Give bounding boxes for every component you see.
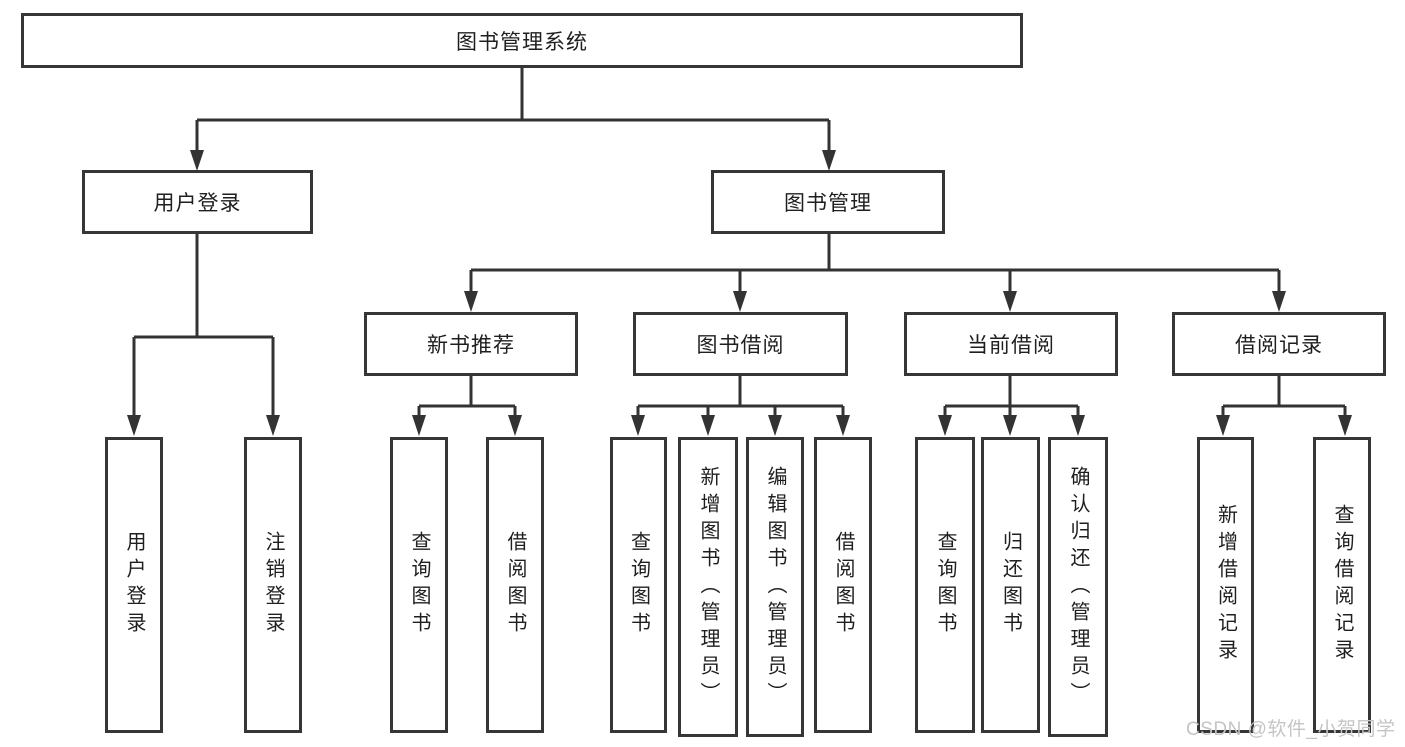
leaf-cb-confirm-return: 确认归还（管理员） [1048,437,1108,737]
leaf-br-query-record: 查询借阅记录 [1313,437,1371,733]
leaf-logout-label: 注销登录 [262,531,284,639]
leaf-cb-confirm-return-label: 确认归还（管理员） [1067,465,1089,709]
leaf-nb-borrow-books-label: 借阅图书 [504,531,526,639]
leaf-bb-add-books-label: 新增图书（管理员） [697,465,719,709]
leaf-bb-edit-books-label: 编辑图书（管理员） [764,465,786,709]
leaf-br-add-record-label: 新增借阅记录 [1214,504,1237,666]
leaf-nb-query-books: 查询图书 [390,437,448,733]
node-book-borrow-label: 图书借阅 [696,334,785,357]
leaf-br-add-record: 新增借阅记录 [1197,437,1254,733]
node-borrow-records: 借阅记录 [1172,312,1386,376]
csdn-watermark: CSDN @软件_小贺同学 [1186,719,1396,740]
leaf-user-login-label: 用户登录 [123,531,145,639]
leaf-bb-query-books-label: 查询图书 [627,531,650,639]
node-user-login-label: 用户登录 [153,192,242,215]
node-new-book-recommend: 新书推荐 [364,312,578,376]
node-borrow-records-label: 借阅记录 [1235,334,1323,357]
leaf-cb-query-books-label: 查询图书 [934,531,956,639]
leaf-bb-add-books: 新增图书（管理员） [678,437,738,737]
leaf-cb-return-books: 归还图书 [981,437,1040,733]
leaf-bb-borrow-books-label: 借阅图书 [832,531,854,639]
node-root-label: 图书管理系统 [456,30,588,54]
node-root: 图书管理系统 [21,13,1023,68]
leaf-cb-return-books-label: 归还图书 [999,531,1022,639]
leaf-nb-borrow-books: 借阅图书 [486,437,544,733]
node-user-login: 用户登录 [82,170,313,234]
node-new-book-recommend-label: 新书推荐 [427,334,515,357]
node-book-borrow: 图书借阅 [633,312,848,376]
leaf-user-login: 用户登录 [105,437,163,733]
leaf-bb-edit-books: 编辑图书（管理员） [746,437,804,737]
node-current-borrow-label: 当前借阅 [967,334,1055,357]
node-current-borrow: 当前借阅 [904,312,1118,376]
node-book-management: 图书管理 [711,170,945,234]
leaf-br-query-record-label: 查询借阅记录 [1331,504,1353,666]
leaf-bb-borrow-books: 借阅图书 [814,437,872,733]
leaf-logout: 注销登录 [244,437,302,733]
arrowheads [127,150,1352,436]
leaf-nb-query-books-label: 查询图书 [408,531,430,639]
leaf-cb-query-books: 查询图书 [915,437,975,733]
node-book-management-label: 图书管理 [784,192,872,215]
leaf-bb-query-books: 查询图书 [610,437,667,733]
